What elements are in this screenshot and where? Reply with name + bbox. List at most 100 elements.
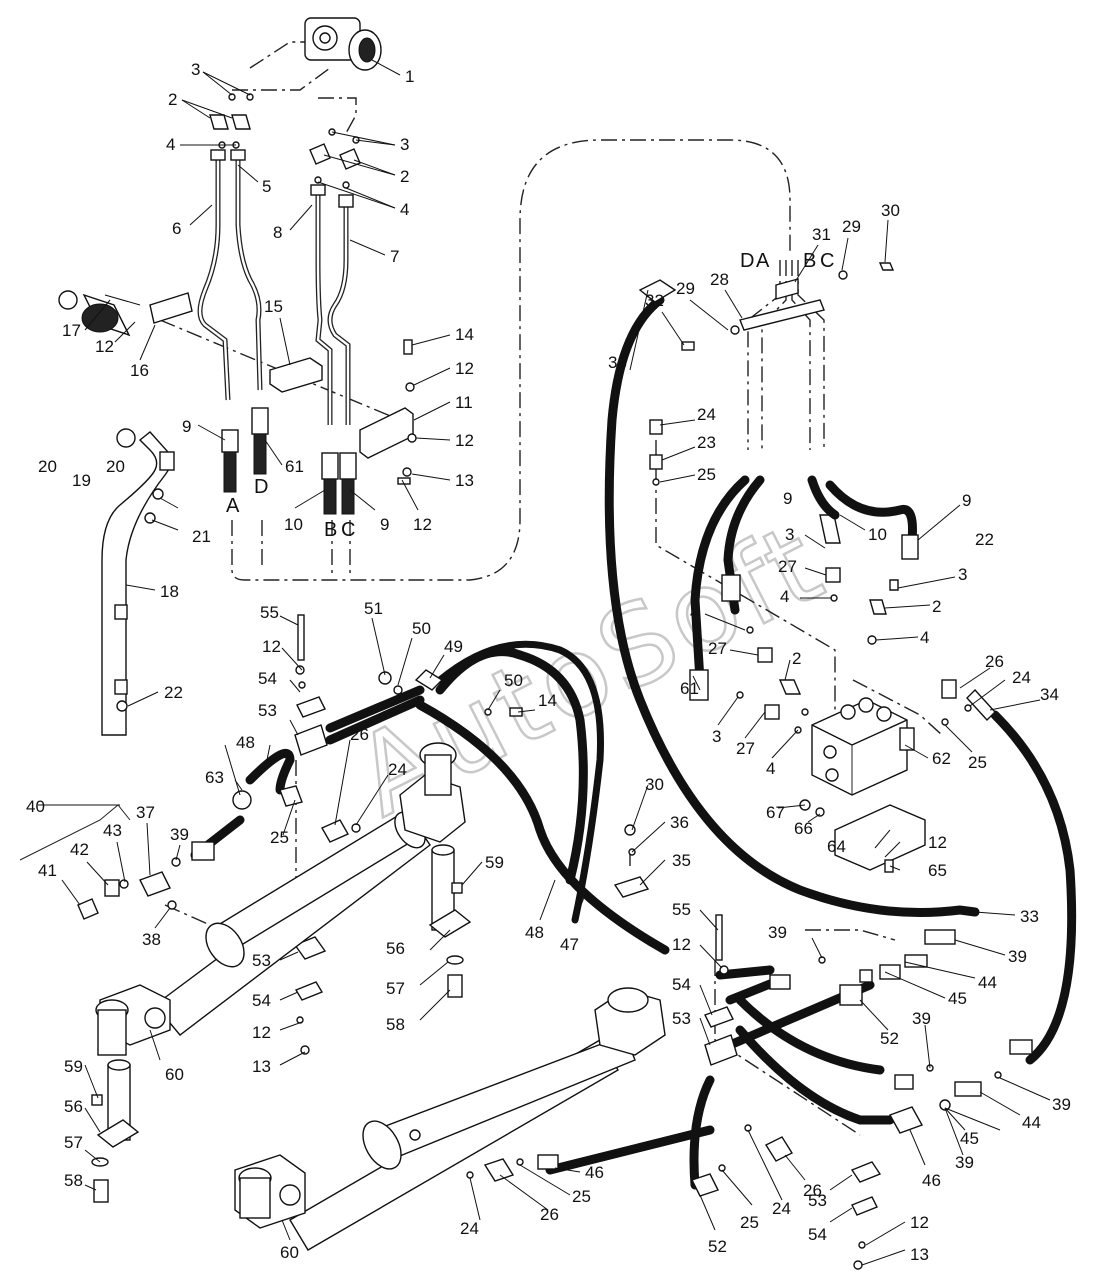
callout-label: 12	[672, 935, 691, 954]
leader-lines	[19, 59, 1051, 1266]
callout-numbers: 1 3 2 4 5 6 3 2 4 8 7 17 12 16 15 14 12 …	[26, 60, 1071, 1264]
callout-label: 53	[252, 951, 271, 970]
callout-label: 18	[160, 582, 179, 601]
callout-label: 67	[766, 803, 785, 822]
hoses-upper	[604, 295, 1077, 1065]
callout-label: 2	[932, 597, 941, 616]
callout-label: 31	[812, 225, 831, 244]
port-letter: B	[324, 519, 337, 541]
callout-label: 35	[672, 851, 691, 870]
callout-label: 39	[955, 1153, 974, 1172]
callout-label: 25	[697, 465, 716, 484]
callout-label: 12	[928, 833, 947, 852]
callout-label: 30	[645, 775, 664, 794]
callout-label: 50	[412, 619, 431, 638]
callout-label: 17	[62, 321, 81, 340]
callout-label: 54	[258, 669, 277, 688]
callout-label: 25	[270, 828, 289, 847]
port-letter: B	[803, 250, 816, 272]
callout-label: 45	[948, 989, 967, 1008]
callout-label: 20	[38, 457, 57, 476]
port-letter: C	[341, 519, 355, 541]
callout-label: 3	[400, 135, 409, 154]
callout-label: 27	[778, 557, 797, 576]
brackets	[104, 292, 417, 485]
callout-label: 4	[166, 135, 175, 154]
callout-label: 62	[932, 749, 951, 768]
callout-label: 65	[928, 861, 947, 880]
callout-label: 30	[881, 201, 900, 220]
callout-label: 39	[912, 1009, 931, 1028]
callout-label: 19	[72, 471, 91, 490]
callout-label: 24	[460, 1219, 479, 1238]
callout-label: 2	[400, 167, 409, 186]
callout-label: 47	[560, 935, 579, 954]
callout-label: 12	[455, 359, 474, 378]
callout-label: 10	[868, 525, 887, 544]
callout-label: 36	[670, 813, 689, 832]
callout-label: 12	[910, 1213, 929, 1232]
port-letter: D	[740, 250, 754, 272]
callout-label: 59	[64, 1057, 83, 1076]
callout-label: 12	[455, 431, 474, 450]
callout-label: 24	[697, 405, 716, 424]
port-letter: C	[820, 250, 834, 272]
callout-label: 66	[794, 819, 813, 838]
port-letter: D	[254, 476, 268, 498]
callout-label: 43	[103, 821, 122, 840]
callout-label: 33	[1020, 907, 1039, 926]
callout-label: 52	[880, 1029, 899, 1048]
pilot-lines	[159, 41, 943, 1136]
cylinder-upper	[95, 742, 466, 1056]
callout-label: 4	[690, 603, 699, 622]
callout-label: 39	[1008, 947, 1027, 966]
callout-label: 37	[136, 803, 155, 822]
callout-label: 56	[64, 1097, 83, 1116]
callout-label: 55	[260, 603, 279, 622]
callout-label: 44	[1022, 1113, 1041, 1132]
callout-label: 54	[252, 991, 271, 1010]
callout-label: 39	[768, 923, 787, 942]
callout-label: 24	[388, 760, 407, 779]
callout-label: 26	[985, 652, 1004, 671]
control-lever	[58, 290, 175, 736]
callout-label: 22	[164, 683, 183, 702]
callout-label: 4	[780, 587, 789, 606]
callout-label: 7	[390, 247, 399, 266]
callout-label: 61	[285, 457, 304, 476]
callout-label: 42	[70, 840, 89, 859]
callout-label: 34	[1040, 685, 1059, 704]
callout-label: 39	[1052, 1095, 1071, 1114]
callout-label: 58	[386, 1015, 405, 1034]
callout-label: 9	[962, 491, 971, 510]
callout-label: 23	[697, 433, 716, 452]
callout-label: 25	[968, 753, 987, 772]
callout-label: 40	[26, 797, 45, 816]
callout-label: 15	[264, 297, 283, 316]
cylinder-lower	[234, 987, 666, 1251]
callout-label: 14	[455, 325, 474, 344]
callout-label: 41	[38, 861, 57, 880]
callout-label: 24	[1012, 668, 1031, 687]
callout-label: 61	[680, 679, 699, 698]
callout-label: 3	[191, 60, 200, 79]
callout-label: 56	[386, 939, 405, 958]
callout-label: 6	[172, 219, 181, 238]
callout-label: 54	[808, 1225, 827, 1244]
cylinder-fittings	[77, 669, 1002, 1197]
callout-label: 48	[525, 923, 544, 942]
port-letters-left: A D B C	[226, 476, 355, 541]
steering-unit	[304, 17, 382, 71]
callout-label: 4	[766, 759, 775, 778]
callout-label: 13	[910, 1245, 929, 1264]
callout-label: 2	[792, 649, 801, 668]
callout-label: 24	[772, 1199, 791, 1218]
callout-label: 16	[130, 361, 149, 380]
callout-label: 53	[258, 701, 277, 720]
callout-label: 26	[540, 1205, 559, 1224]
callout-label: 12	[95, 337, 114, 356]
callout-label: 38	[142, 930, 161, 949]
callout-label: 11	[455, 393, 473, 412]
callout-label: 51	[364, 599, 383, 618]
port-letter: A	[226, 495, 240, 517]
